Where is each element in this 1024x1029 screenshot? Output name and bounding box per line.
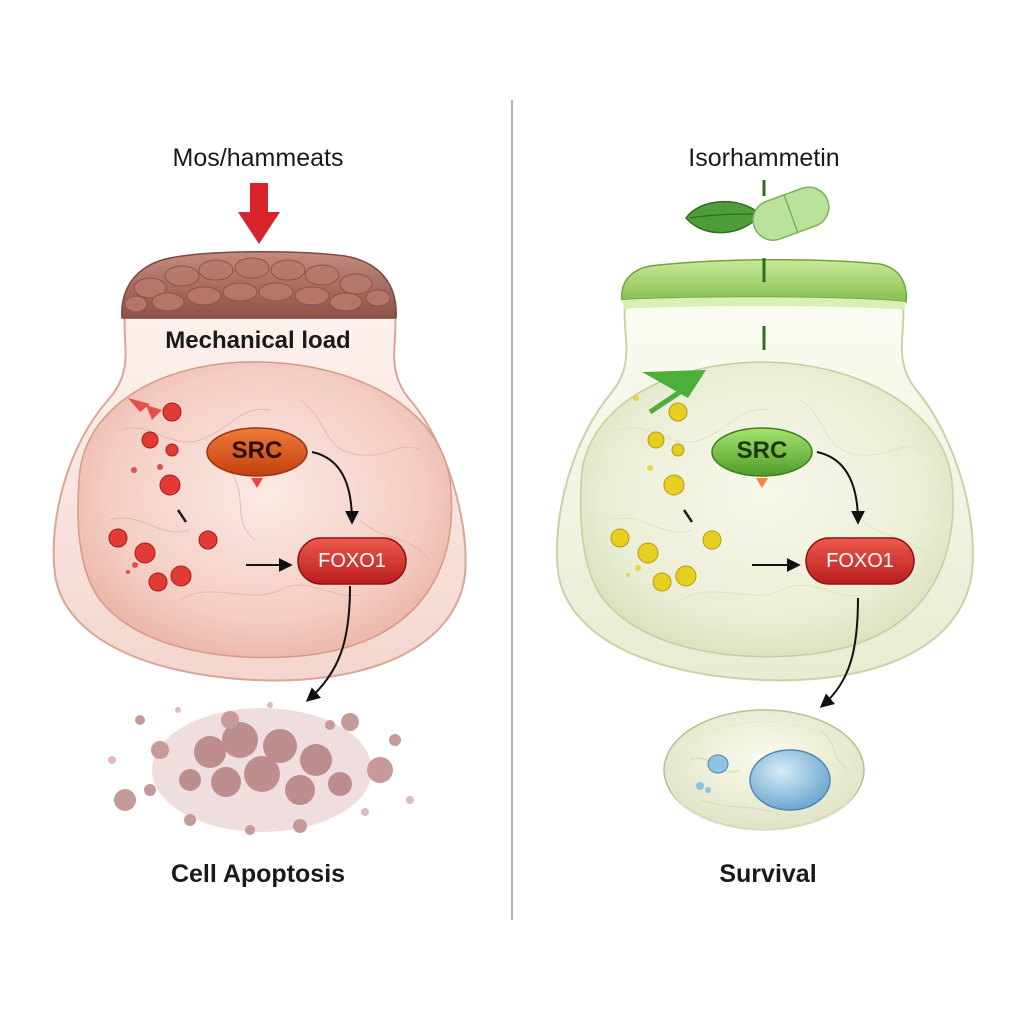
left-tissue-cap: [121, 250, 397, 319]
survival-label: Survival: [719, 860, 817, 888]
src-label-right: SRC: [736, 437, 788, 464]
green-entry-arrow-icon: [642, 370, 706, 415]
foxo1-label-right: FOXO1: [826, 550, 894, 572]
left-panel: [52, 183, 467, 835]
src-node-right: [711, 427, 813, 488]
foxo-to-apoptosis-arrow: [305, 585, 351, 702]
mechanical-load-label: Mechanical load: [165, 327, 351, 354]
surviving-cell: [663, 709, 865, 831]
foxo-to-survival-arrow: [819, 597, 859, 708]
red-particles: [108, 402, 218, 592]
yellow-debris: [626, 395, 653, 577]
nucleus: [749, 749, 831, 811]
apoptosis-label: Cell Apoptosis: [170, 860, 346, 888]
src-label-left: SRC: [231, 437, 283, 464]
src-to-foxo-arrow-right: [816, 451, 865, 525]
left-panel-title: Mos/hammeats: [172, 144, 344, 172]
foxo1-node-right: [805, 537, 915, 585]
leaf-and-capsule-icon: [685, 186, 830, 241]
yellow-particles: [610, 402, 722, 592]
right-inner-cell: [579, 361, 954, 658]
apoptotic-cell: [108, 702, 414, 835]
left-inner-cell: [77, 361, 453, 659]
red-down-arrow-icon: [238, 183, 280, 244]
right-panel-title: Isorhammetin: [688, 144, 840, 172]
foxo1-label-left: FOXO1: [318, 550, 386, 572]
left-dash: [176, 509, 188, 523]
right-panel: [555, 180, 974, 831]
src-to-foxo-arrow-left: [311, 451, 359, 525]
right-dash: [682, 509, 694, 523]
src-node-left: [206, 427, 308, 488]
left-cell-texture: [109, 399, 431, 601]
red-debris: [126, 398, 163, 574]
foxo1-node-left: [297, 537, 407, 585]
